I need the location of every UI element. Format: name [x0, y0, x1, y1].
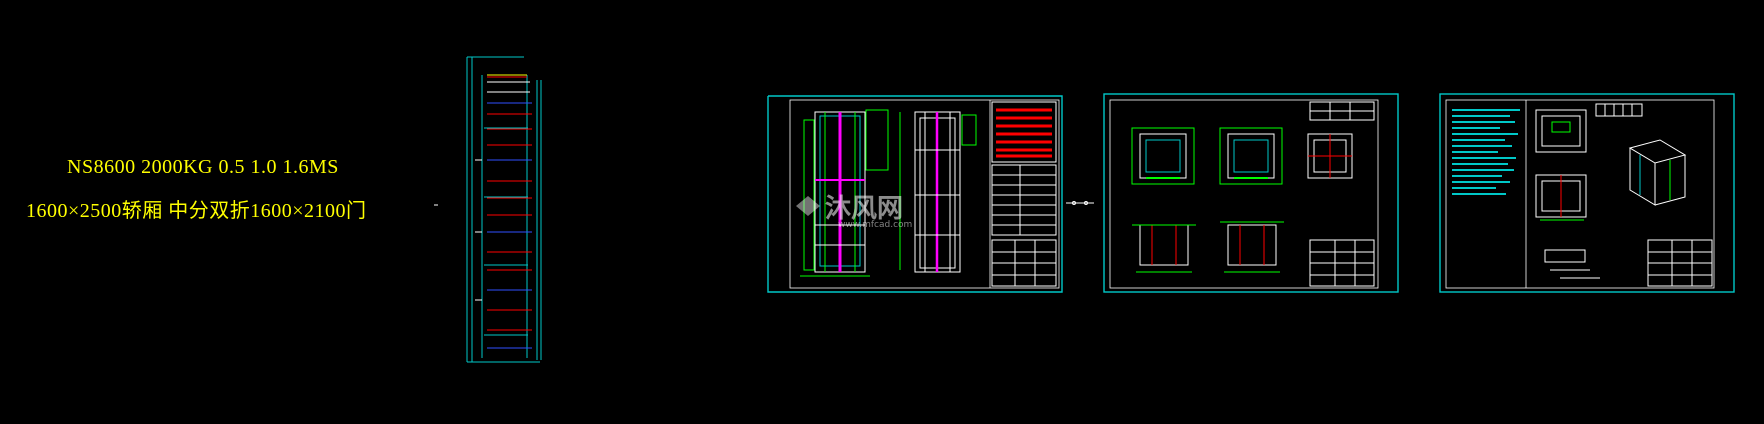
sheet-1-title-block	[991, 239, 1057, 287]
drawing-sheet-2-plans[interactable]	[1103, 93, 1399, 293]
sheet-2-door-elevation-2	[1220, 221, 1284, 273]
watermark-logo-icon	[796, 196, 820, 216]
sheet-3-title-block	[1647, 239, 1713, 287]
sheet-2-door-elevation-1	[1132, 224, 1196, 273]
sheet-2-car-plan-1	[1131, 127, 1195, 185]
sheet-1-spec-table	[991, 101, 1057, 236]
sheet-3-notes-text-block	[1452, 109, 1520, 195]
sheet-1-car-elevation-right	[899, 111, 977, 273]
drawing-title-dimensions: 1600×2500轿厢 中分双折1600×2100门	[26, 200, 367, 222]
sheet-connector-mark	[1066, 201, 1094, 205]
hoistway-elevation-strip	[434, 56, 542, 363]
drawing-sheet-3-details[interactable]	[1439, 93, 1735, 293]
sheet-2-car-plan-2	[1219, 127, 1283, 185]
drawing-title-spec: NS8600 2000KG 0.5 1.0 1.6MS	[67, 156, 339, 178]
sheet-3-plan-lower	[1535, 174, 1587, 221]
sheet-2-header-table	[1309, 101, 1375, 121]
watermark-url: www.mfcad.com	[838, 220, 913, 230]
sheet-2-title-block	[1309, 239, 1375, 287]
sheet-3-detail-lower	[1544, 249, 1600, 279]
sheet-1-car-elevation-left	[800, 109, 889, 277]
watermark-brand: 沐风网	[825, 194, 904, 224]
sheet-3-plan-upper	[1535, 109, 1587, 153]
drawing-sheet-1-elevation[interactable]	[767, 95, 1063, 293]
sheet-2-car-plan-3	[1307, 133, 1353, 179]
sheet-3-isometric-car	[1628, 139, 1687, 206]
sheet-3-header-table	[1595, 103, 1643, 117]
